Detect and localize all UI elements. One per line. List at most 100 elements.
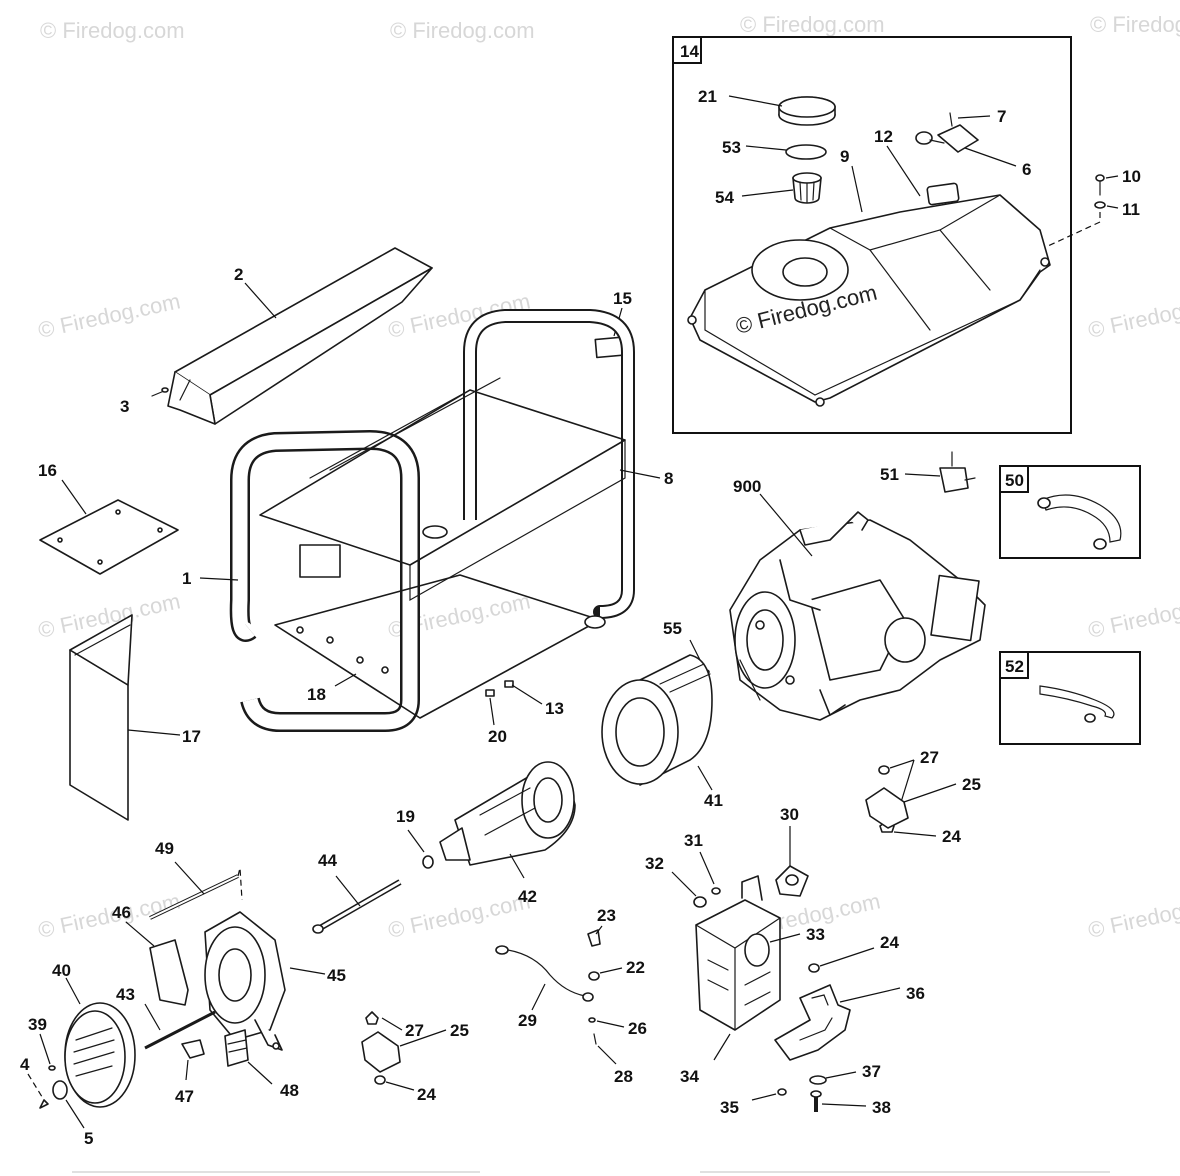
rotor [439, 761, 576, 866]
fuel-line-kit-box: 50 [999, 465, 1141, 559]
watermark-text: © Firedog.com [36, 888, 183, 943]
end-cover [64, 1002, 136, 1108]
callout-31: 31 [684, 831, 703, 850]
callout-45: 45 [327, 966, 346, 985]
nut [365, 1011, 379, 1025]
kit-frame [999, 651, 1141, 745]
fuel-cap [778, 96, 836, 126]
watermark-text: © Firedog.com [1086, 588, 1180, 643]
screw [949, 112, 953, 127]
callout-50: 50 [1005, 471, 1024, 490]
callout-30: 30 [780, 805, 799, 824]
callout-40: 40 [52, 961, 71, 980]
callout-44: 44 [318, 851, 337, 870]
nut [693, 896, 707, 908]
callout-25: 25 [962, 775, 981, 794]
tank-bolt [1094, 174, 1106, 209]
callout-13: 13 [545, 699, 564, 718]
callout-52: 52 [1005, 657, 1024, 676]
fuel-strainer [792, 172, 822, 204]
callout-37: 37 [862, 1062, 881, 1081]
frame-tab [504, 680, 514, 688]
callout-900: 900 [733, 477, 761, 496]
cover-plate [39, 499, 179, 575]
nut [374, 1075, 386, 1085]
fuel-gauge [915, 124, 979, 153]
callout-43: 43 [116, 985, 135, 1004]
callout-27: 27 [405, 1021, 424, 1040]
fuel-valve [939, 451, 976, 493]
fuel-tank [687, 182, 1051, 407]
callout-19: 19 [396, 807, 415, 826]
callout-14: 14 [680, 42, 699, 61]
brush-cover [149, 939, 189, 1006]
callout-24: 24 [942, 827, 961, 846]
control-panel-cover [167, 247, 433, 425]
callout-46: 46 [112, 903, 131, 922]
engine-assembly [729, 511, 986, 721]
nut [588, 971, 600, 981]
stator [601, 654, 713, 786]
callout-48: 48 [280, 1081, 299, 1100]
callout-47: 47 [175, 1087, 194, 1106]
kit-frame [999, 465, 1141, 559]
wire-clip [181, 1039, 205, 1059]
callout-25: 25 [450, 1021, 469, 1040]
watermark-text: © Firedog.com [386, 888, 533, 943]
callout-21: 21 [698, 87, 717, 106]
callout-36: 36 [906, 984, 925, 1003]
callout-4: 4 [20, 1055, 30, 1074]
callout-27: 27 [920, 748, 939, 767]
plug [52, 1080, 68, 1100]
rectifier [224, 1029, 249, 1067]
callout-32: 32 [645, 854, 664, 873]
callout-55: 55 [663, 619, 682, 638]
callout-51: 51 [880, 465, 899, 484]
kit-tag [999, 465, 1029, 493]
screw [593, 1033, 597, 1045]
watermark-text: © Firedog.com [740, 12, 885, 37]
fuel-tank-kit-box: 14 © Firedog.com 21 53 [672, 36, 1072, 434]
generator-frame [229, 309, 635, 732]
washer [711, 887, 721, 895]
muffler-bracket [774, 984, 851, 1061]
nut [808, 963, 820, 973]
callout-54: 54 [715, 188, 734, 207]
callout-10: 10 [1122, 167, 1141, 186]
callout-22: 22 [626, 958, 645, 977]
callout-26: 26 [628, 1019, 647, 1038]
rear-bearing-carrier [204, 911, 286, 1051]
callout-1: 1 [182, 569, 191, 588]
screw [777, 1088, 787, 1096]
side-bracket [69, 614, 133, 821]
callout-17: 17 [182, 727, 201, 746]
callout-39: 39 [28, 1015, 47, 1034]
watermark-text: © Firedog.com [1086, 888, 1180, 943]
frame-tab [485, 689, 495, 697]
callout-6: 6 [1022, 160, 1031, 179]
muffler [695, 875, 781, 1031]
callout-8: 8 [664, 469, 673, 488]
callout-11: 11 [1122, 200, 1140, 219]
callout-29: 29 [518, 1011, 537, 1030]
callout-20: 20 [488, 727, 507, 746]
callout-5: 5 [84, 1129, 93, 1148]
watermark-text: © Firedog.com [1086, 288, 1180, 343]
callout-24: 24 [417, 1085, 436, 1104]
washer [809, 1075, 827, 1085]
bolt-head [312, 924, 324, 934]
watermark-text: © Firedog.com [40, 18, 185, 43]
washer [422, 855, 434, 869]
frame-bracket [299, 544, 341, 578]
kit-tag [999, 651, 1029, 679]
callout-49: 49 [155, 839, 174, 858]
ground-lug [587, 929, 601, 947]
bolt-head [810, 1090, 822, 1098]
callout-16: 16 [38, 461, 57, 480]
screw [48, 1065, 56, 1071]
callout-24: 24 [880, 933, 899, 952]
callout-23: 23 [597, 906, 616, 925]
callout-15: 15 [613, 289, 632, 308]
callout-35: 35 [720, 1098, 739, 1117]
